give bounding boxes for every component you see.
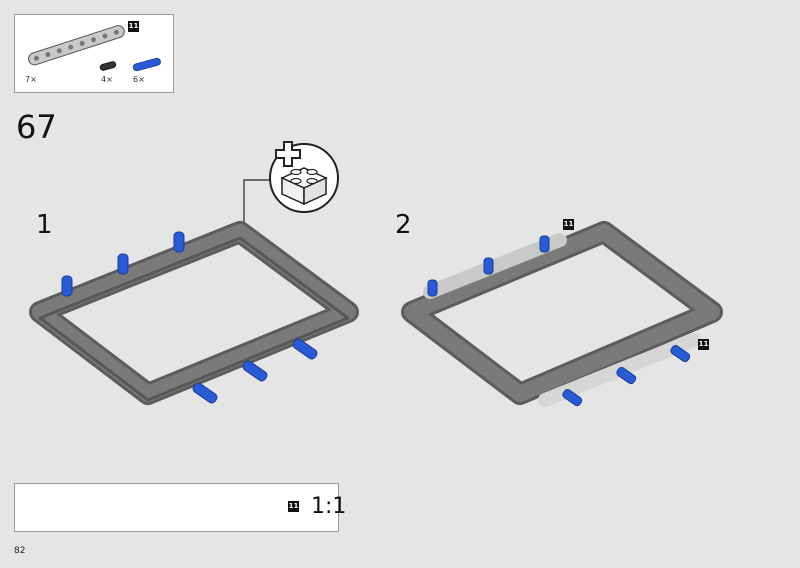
blue-pin: [117, 253, 129, 275]
quantity-blue-pin: 6×: [133, 75, 145, 84]
scale-length-badge: 11: [288, 501, 299, 512]
beam-length-badge: 11: [563, 219, 574, 230]
blue-pin: [61, 275, 73, 297]
blue-pin: [483, 257, 494, 275]
blue-pin: [427, 279, 438, 297]
add-sub-build-icon: [269, 141, 339, 213]
blue-pin: [292, 338, 318, 360]
light-beam-back: [423, 233, 567, 299]
sub-step-1-label: 1: [36, 210, 53, 240]
parts-illustration: [28, 25, 161, 72]
callout-line: [243, 179, 270, 233]
page-number: 82: [14, 546, 26, 556]
sub-step-2-label: 2: [395, 210, 412, 240]
blue-axle-pin-part: [132, 57, 161, 72]
frame-assembly-2: [401, 221, 723, 407]
beam-length-badge: 11: [698, 339, 709, 350]
part-length-badge: 11: [128, 21, 139, 32]
blue-pin: [539, 235, 550, 253]
quantity-black-pin: 4×: [101, 75, 113, 84]
blue-pin: [242, 360, 268, 382]
blue-pin: [562, 389, 583, 407]
beam-11-part: [28, 25, 125, 66]
blue-pin: [616, 367, 637, 385]
blue-pin: [670, 345, 691, 363]
parts-list-box: 11 7× 4× 6×: [14, 14, 174, 93]
step-number: 67: [16, 108, 57, 146]
blue-pin: [192, 382, 218, 404]
blue-pin: [173, 231, 185, 253]
scale-check-box: 11 1:1: [14, 483, 346, 532]
frame-assembly-1: [29, 221, 359, 405]
scale-label: 1:1: [311, 494, 347, 519]
black-pin-part: [99, 61, 117, 71]
quantity-beam: 7×: [25, 75, 37, 84]
